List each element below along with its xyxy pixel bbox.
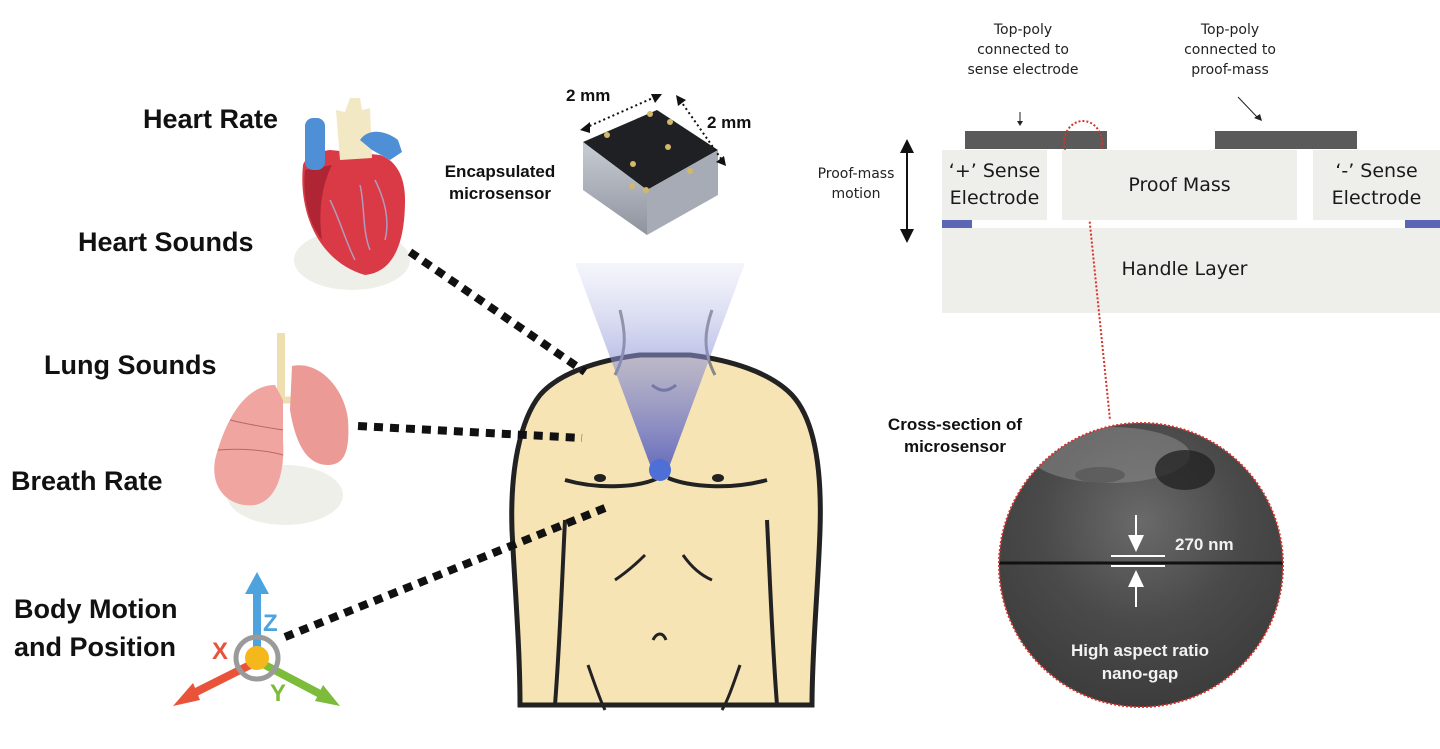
body-motion-label-line1: Body Motion (14, 594, 178, 624)
proof-mass-motion-label: Proof-mass motion (806, 164, 906, 204)
annotation-line: sense electrode (967, 62, 1079, 78)
lung-sounds-label: Lung Sounds (44, 350, 217, 380)
caption-line: Cross-section of (887, 415, 1023, 434)
cross-section-diagram (900, 96, 1440, 421)
top-poly-proof-mass-annotation: Top-poly connected to proof-mass (1160, 20, 1300, 80)
caption-line: microsensor (903, 437, 1007, 456)
electrode-label: Electrode (1331, 187, 1422, 209)
leader-lines (283, 248, 607, 641)
caption-line: High aspect ratio (1071, 641, 1209, 660)
minus-sense-electrode: ‘-’ Sense Electrode (1313, 150, 1440, 220)
handle-layer-label: Handle Layer (1121, 258, 1248, 280)
y-axis-label: Y (270, 680, 287, 707)
sensor-location-dot (649, 459, 671, 481)
chip-width-dimension: 2 mm (566, 86, 611, 105)
heart-sounds-label: Heart Sounds (78, 227, 254, 257)
heart-icon (294, 98, 410, 290)
top-poly-sense-annotation: Top-poly connected to sense electrode (938, 20, 1108, 80)
caption-line: microsensor (448, 184, 552, 203)
encapsulated-microsensor-caption: Encapsulated microsensor (430, 161, 570, 205)
proof-mass-block: Proof Mass (1062, 150, 1297, 220)
chip-depth-dimension: 2 mm (707, 113, 752, 132)
electrode-label: ‘-’ Sense (1335, 160, 1418, 182)
annotation-line: proof-mass (1191, 62, 1269, 78)
lungs-icon (214, 333, 349, 525)
annotation-line: connected to (977, 42, 1069, 58)
annotation-line: Top-poly (993, 22, 1053, 38)
heart-rate-label: Heart Rate (143, 104, 279, 134)
electrode-label: Electrode (949, 187, 1040, 209)
x-axis-label: X (212, 638, 229, 665)
nano-gap-label: High aspect ratio nano-gap (1050, 639, 1230, 685)
gap-measurement-label: 270 nm (1175, 535, 1234, 554)
microsensor-chip-image (580, 94, 726, 235)
plus-sense-electrode: ‘+’ Sense Electrode (942, 150, 1047, 220)
electrode-label: ‘+’ Sense (948, 160, 1041, 182)
caption-line: Encapsulated (444, 162, 556, 181)
z-axis-label: Z (263, 610, 278, 637)
xyz-axes-icon (173, 572, 340, 706)
annotation-line: Top-poly (1200, 22, 1260, 38)
sensing-beam (575, 263, 745, 470)
annotation-line: Proof-mass (817, 166, 895, 182)
breath-rate-label: Breath Rate (11, 466, 163, 496)
cross-section-caption: Cross-section of microsensor (870, 414, 1040, 458)
annotation-line: motion (831, 186, 881, 202)
annotation-line: connected to (1184, 42, 1276, 58)
body-motion-label-line2: and Position (14, 632, 176, 662)
caption-line: nano-gap (1101, 664, 1179, 683)
